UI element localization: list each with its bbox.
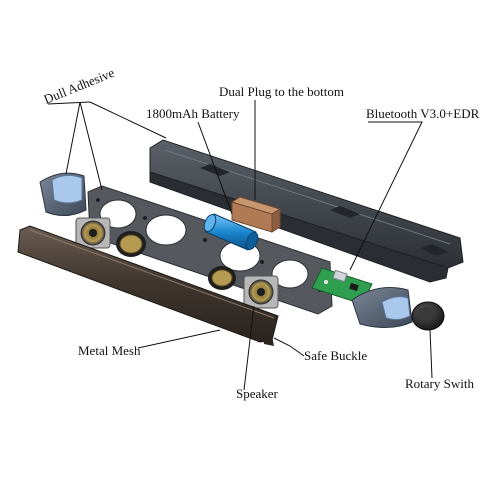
label-dual-plug: Dual Plug to the bottom (219, 84, 344, 99)
right-end-cap (351, 287, 413, 328)
frame-hole (271, 259, 309, 289)
speaker-right-driver (243, 275, 279, 309)
label-metal-mesh: Metal Mesh (78, 343, 141, 358)
label-dull-adhesive: Dull Adhesive (42, 65, 117, 107)
left-end-cap (39, 172, 87, 216)
label-rotary-switch: Rotary Swith (405, 376, 474, 391)
label-speaker: Speaker (236, 386, 279, 401)
battery (203, 213, 259, 251)
label-battery: 1800mAh Battery (146, 106, 240, 121)
speaker-left-driver (75, 217, 111, 249)
metal-mesh-grille (17, 225, 279, 346)
top-housing (149, 139, 464, 283)
speaker-right-radiator (208, 266, 236, 290)
speaker-left-radiator (116, 231, 146, 257)
label-safe-buckle: Safe Buckle (304, 348, 367, 363)
leader-lines (47, 100, 433, 391)
rotary-knob (411, 301, 445, 331)
frame-hole (145, 214, 187, 246)
label-bluetooth: Bluetooth V3.0+EDR (366, 106, 480, 121)
